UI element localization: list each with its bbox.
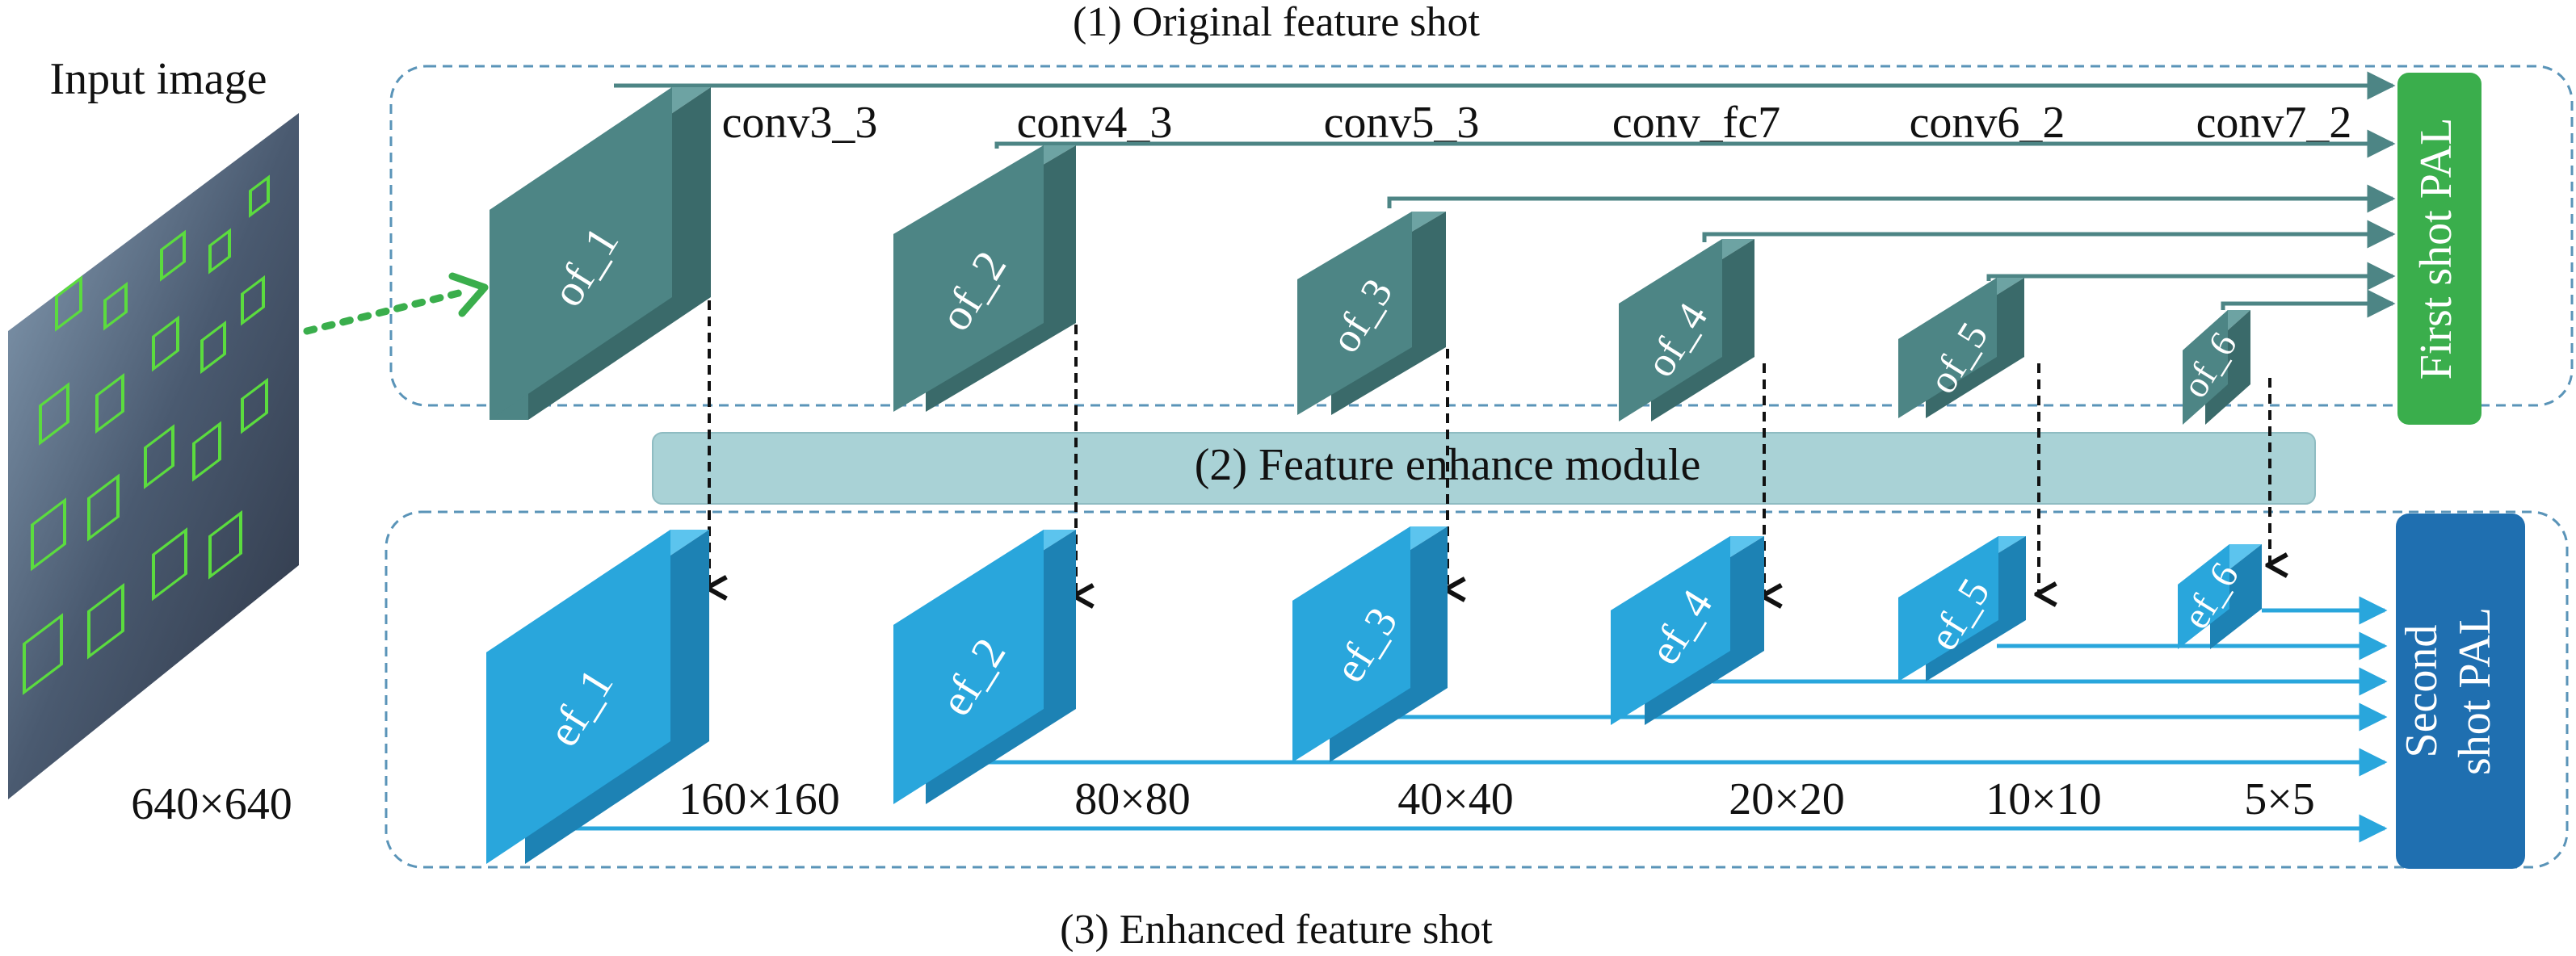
original-feature-box xyxy=(389,65,2574,407)
resolution-label: 160×160 xyxy=(679,774,840,824)
second-shot-pal-line2: shot PAL xyxy=(2450,607,2500,775)
enhanced-feature-box xyxy=(385,510,2569,869)
layer-label: conv3_3 xyxy=(722,98,878,148)
layer-label: conv7_2 xyxy=(2196,98,2352,148)
original-block-of-2: of_2 xyxy=(893,145,1076,412)
resolution-label: 20×20 xyxy=(1729,774,1845,824)
layer-label: conv6_2 xyxy=(1910,98,2065,148)
original-block-of-3: of_3 xyxy=(1297,212,1446,415)
layer-label: conv4_3 xyxy=(1017,98,1173,148)
original-block-of-4: of_4 xyxy=(1619,239,1754,421)
layer-labels: conv3_3 conv4_3 conv5_3 conv_fc7 conv6_2… xyxy=(722,98,2352,148)
resolution-label: 5×5 xyxy=(2244,774,2315,824)
enhanced-block-ef-4: ef_4 xyxy=(1611,536,1764,725)
second-shot-pal-line1: Second xyxy=(2397,625,2447,758)
first-shot-pal: First shot PAL xyxy=(2397,73,2481,425)
first-shot-pal-label: First shot PAL xyxy=(2411,118,2461,380)
layer-label: conv_fc7 xyxy=(1612,98,1780,148)
original-block-of-5: of_5 xyxy=(1898,278,2024,418)
resolution-label: 80×80 xyxy=(1074,774,1191,824)
enhanced-block-ef-6: ef_6 xyxy=(2175,544,2262,649)
section-title-enhanced: (3) Enhanced feature shot xyxy=(1060,907,1493,953)
input-image xyxy=(8,113,299,799)
input-image-label: Input image xyxy=(49,54,267,104)
original-block-of-6: of_6 xyxy=(2174,310,2250,425)
input-size-label: 640×640 xyxy=(131,779,292,829)
original-feature-blocks: of_1 of_2 of_3 of_4 of_5 xyxy=(490,87,2250,425)
layer-label: conv5_3 xyxy=(1324,98,1480,148)
enhanced-connections xyxy=(557,596,2388,843)
input-arrow xyxy=(303,272,489,335)
enhanced-block-ef-3: ef_3 xyxy=(1292,526,1448,762)
resolution-label: 10×10 xyxy=(1986,774,2102,824)
resolution-labels: 160×160 80×80 40×40 20×20 10×10 5×5 xyxy=(679,774,2315,824)
original-block-of-1: of_1 xyxy=(490,87,711,420)
resolution-label: 40×40 xyxy=(1397,774,1514,824)
original-connections xyxy=(614,71,2396,318)
feature-enhance-module: (2) Feature enhance module xyxy=(652,432,2316,505)
second-shot-pal: Second shot PAL xyxy=(2396,514,2525,869)
enhanced-block-ef-1: ef_1 xyxy=(486,530,709,864)
enhanced-block-ef-5: ef_5 xyxy=(1898,536,2026,681)
enhanced-block-ef-2: ef_2 xyxy=(893,530,1076,804)
section-title-original: (1) Original feature shot xyxy=(1073,0,1480,45)
